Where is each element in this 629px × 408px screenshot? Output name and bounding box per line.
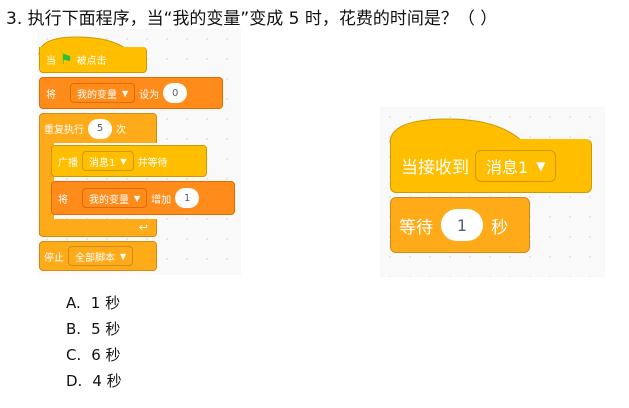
wait-value-input[interactable]: 1 [441, 209, 483, 241]
stop-option-dropdown[interactable]: 全部脚本 ▼ [68, 246, 134, 266]
stop-label: 停止 [44, 252, 64, 264]
receive-label: 当接收到 [401, 158, 469, 178]
caret-down-icon: ▼ [120, 251, 127, 261]
caret-down-icon: ▼ [134, 193, 141, 203]
repeat-block[interactable]: 重复执行 5 次 [39, 113, 157, 143]
change-by-label: 增加 [151, 194, 172, 206]
hat-clicked-label: 被点击 [76, 56, 107, 67]
broadcast-message-dropdown[interactable]: 消息1 ▼ [82, 151, 134, 171]
change-var-name: 我的变量 [89, 194, 129, 206]
answer-options: A. 1 秒 B. 5 秒 C. 6 秒 D. 4 秒 [66, 290, 122, 394]
loop-arrow-icon: ↩ [138, 221, 148, 234]
option-b[interactable]: B. 5 秒 [66, 316, 122, 342]
when-flag-clicked-block[interactable]: 当 ⚑ 被点击 [39, 47, 147, 73]
wait-unit-label: 秒 [491, 217, 508, 238]
receive-msg-name: 消息1 [486, 157, 529, 177]
caret-down-icon: ▼ [122, 88, 129, 98]
change-variable-block[interactable]: 将 我的变量 ▼ 增加 1 [51, 181, 235, 215]
option-text: 5 秒 [91, 320, 121, 338]
set-var-name: 我的变量 [77, 89, 117, 101]
option-letter: D. [66, 372, 83, 390]
set-value-input[interactable]: 0 [163, 83, 188, 103]
repeat-block-bottom: ↩ [39, 219, 157, 237]
repeat-label: 重复执行 [44, 125, 84, 136]
option-letter: C. [66, 346, 82, 364]
hat-when-label: 当 [46, 56, 56, 67]
repeat-times-label: 次 [116, 125, 126, 136]
caret-down-icon: ▼ [120, 156, 127, 166]
wait-label: 等待 [399, 217, 433, 238]
option-a[interactable]: A. 1 秒 [66, 290, 122, 316]
change-label: 将 [58, 194, 68, 206]
broadcast-label: 广播 [58, 157, 78, 169]
script-panel-left: 当 ⚑ 被点击 将 我的变量 ▼ 设为 0 重复执行 5 次 ↩ 广播 消息1 … [37, 29, 241, 275]
option-text: 1 秒 [90, 294, 121, 312]
set-variable-dropdown[interactable]: 我的变量 ▼ [70, 83, 136, 103]
set-label: 将 [46, 89, 56, 101]
option-text: 4 秒 [92, 372, 122, 390]
option-letter: A. [66, 294, 81, 312]
stop-block[interactable]: 停止 全部脚本 ▼ [39, 241, 157, 271]
change-variable-dropdown[interactable]: 我的变量 ▼ [82, 188, 148, 208]
set-to-label: 设为 [139, 89, 160, 101]
script-panel-right: 当接收到 消息1 ▼ 等待 1 秒 [380, 107, 605, 277]
broadcast-wait-label: 并等待 [137, 157, 168, 169]
repeat-arm [39, 142, 54, 235]
option-text: 6 秒 [91, 346, 121, 364]
repeat-count-input[interactable]: 5 [88, 118, 112, 139]
stop-option-name: 全部脚本 [75, 252, 115, 264]
hat-cap-right [389, 118, 525, 143]
change-value-input[interactable]: 1 [175, 188, 200, 208]
option-c[interactable]: C. 6 秒 [66, 342, 122, 368]
broadcast-msg-name: 消息1 [89, 157, 116, 169]
wait-block[interactable]: 等待 1 秒 [390, 197, 530, 253]
green-flag-icon: ⚑ [60, 51, 73, 68]
option-d[interactable]: D. 4 秒 [66, 368, 122, 394]
question-text: 3. 执行下面程序，当“我的变量”变成 5 时，花费的时间是？（ ） [6, 9, 498, 29]
option-letter: B. [66, 320, 82, 338]
when-receive-block[interactable]: 当接收到 消息1 ▼ [390, 139, 592, 193]
broadcast-and-wait-block[interactable]: 广播 消息1 ▼ 并等待 [51, 145, 207, 177]
set-variable-block[interactable]: 将 我的变量 ▼ 设为 0 [39, 77, 223, 109]
receive-message-dropdown[interactable]: 消息1 ▼ [475, 149, 557, 182]
caret-down-icon: ▼ [536, 158, 546, 173]
